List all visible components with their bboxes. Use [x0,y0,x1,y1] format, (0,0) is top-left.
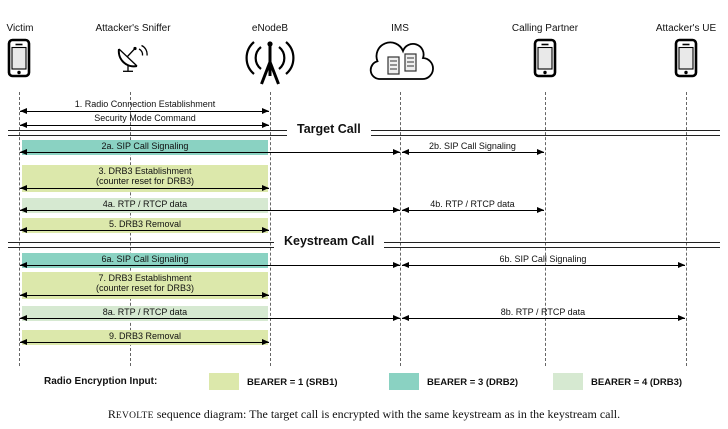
arrow-1a [20,108,269,114]
arrowhead-left [20,262,27,268]
caption-smallcaps: EVOLTE [115,411,154,421]
band-4a-drb3 [22,198,268,213]
enodeb-antenna-icon [244,36,296,86]
message-label-2a: 2a. SIP Call Signaling [101,141,189,151]
actor-label-attacker-ue: Attacker's UE [655,23,717,34]
arrowhead-left [20,315,27,321]
section-title-target-call: Target Call [287,122,371,136]
legend-label-drb2: BEARER = 3 (DRB2) [427,377,519,388]
band-6a-drb2 [22,253,268,268]
arrowhead-right [393,149,400,155]
attacker-ue-phone-icon [674,38,698,78]
message-label-5: 5. DRB3 Removal [108,219,182,229]
caption-prefix: R [107,407,116,421]
band-3-srb1 [22,165,268,192]
arrow-1b [20,122,269,128]
arrowhead-left [402,262,409,268]
arrowhead-right [262,185,269,191]
sniffer-dish-icon [112,40,148,74]
message-label-9: 9. DRB3 Removal [108,331,182,341]
arrow-4b [402,207,544,213]
arrow-2a [20,149,400,155]
arrow-9 [20,339,269,345]
message-label-7: 7. DRB3 Establishment [98,273,192,283]
arrowhead-right [262,292,269,298]
calling-partner-phone-icon [533,38,557,78]
arrowhead-left [20,292,27,298]
message-label-8b: 8b. RTP / RTCP data [500,307,586,317]
arrowhead-right [678,262,685,268]
legend-title: Radio Encryption Input: [44,376,158,387]
arrowhead-left [20,339,27,345]
arrow-5 [20,227,269,233]
message-label-7-sub: (counter reset for DRB3) [95,283,195,293]
message-label-6b: 6b. SIP Call Signaling [499,254,587,264]
band-2a-drb2 [22,140,268,155]
arrowhead-right [262,122,269,128]
message-label-3: 3. DRB3 Establishment [98,166,192,176]
figure-caption: REVOLTE sequence diagram: The target cal… [14,407,714,422]
arrowhead-left [20,108,27,114]
arrow-2b [402,149,544,155]
legend-swatch-srb1 [209,373,239,390]
ims-cloud-icon [362,38,440,88]
arrowhead-left [20,185,27,191]
caption-rest: sequence diagram: The target call is enc… [153,407,621,421]
band-9-srb1 [22,330,268,345]
message-label-4a: 4a. RTP / RTCP data [102,199,188,209]
arrowhead-right [678,315,685,321]
arrowhead-left [20,122,27,128]
arrowhead-left [402,207,409,213]
arrowhead-right [393,315,400,321]
arrow-6b [402,262,685,268]
message-label-4b: 4b. RTP / RTCP data [430,199,515,209]
arrowhead-right [537,207,544,213]
band-8a-drb3 [22,306,268,321]
actor-label-victim: Victim [6,23,34,34]
message-label-8a: 8a. RTP / RTCP data [102,307,188,317]
message-label-3-sub: (counter reset for DRB3) [95,176,195,186]
message-label-1b: Security Mode Command [94,113,196,123]
message-label-2b: 2b. SIP Call Signaling [429,141,516,151]
message-label-1a: 1. Radio Connection Establishment [74,99,216,109]
legend-label-srb1: BEARER = 1 (SRB1) [247,377,338,388]
lifeline-victim [19,92,20,366]
arrowhead-left [402,315,409,321]
message-label-6a: 6a. SIP Call Signaling [101,254,189,264]
actor-label-ims: IMS [391,23,409,34]
arrowhead-right [393,262,400,268]
arrow-4a [20,207,400,213]
arrowhead-right [393,207,400,213]
band-5-srb1 [22,218,268,233]
lifeline-ims [400,92,401,366]
arrowhead-left [20,207,27,213]
lifeline-enodeb [270,92,271,366]
actor-label-sniffer: Attacker's Sniffer [95,23,171,34]
arrowhead-left [402,149,409,155]
actor-label-enodeb: eNodeB [251,23,289,34]
lifeline-attacker-ue [686,92,687,366]
arrowhead-right [262,108,269,114]
legend-swatch-drb3 [553,373,583,390]
victim-phone-icon [7,38,31,78]
legend-swatch-drb2 [389,373,419,390]
legend-label-drb3: BEARER = 4 (DRB3) [591,377,683,388]
arrowhead-right [262,227,269,233]
arrowhead-left [20,149,27,155]
section-title-keystream-call: Keystream Call [274,234,385,248]
arrow-8b [402,315,685,321]
band-7-srb1 [22,272,268,299]
arrow-8a [20,315,400,321]
arrowhead-right [537,149,544,155]
lifeline-calling-partner [545,92,546,366]
arrow-6a [20,262,400,268]
arrowhead-left [20,227,27,233]
arrowhead-right [262,339,269,345]
arrow-7 [20,292,269,298]
arrow-3 [20,185,269,191]
actor-label-calling-partner: Calling Partner [511,23,579,34]
